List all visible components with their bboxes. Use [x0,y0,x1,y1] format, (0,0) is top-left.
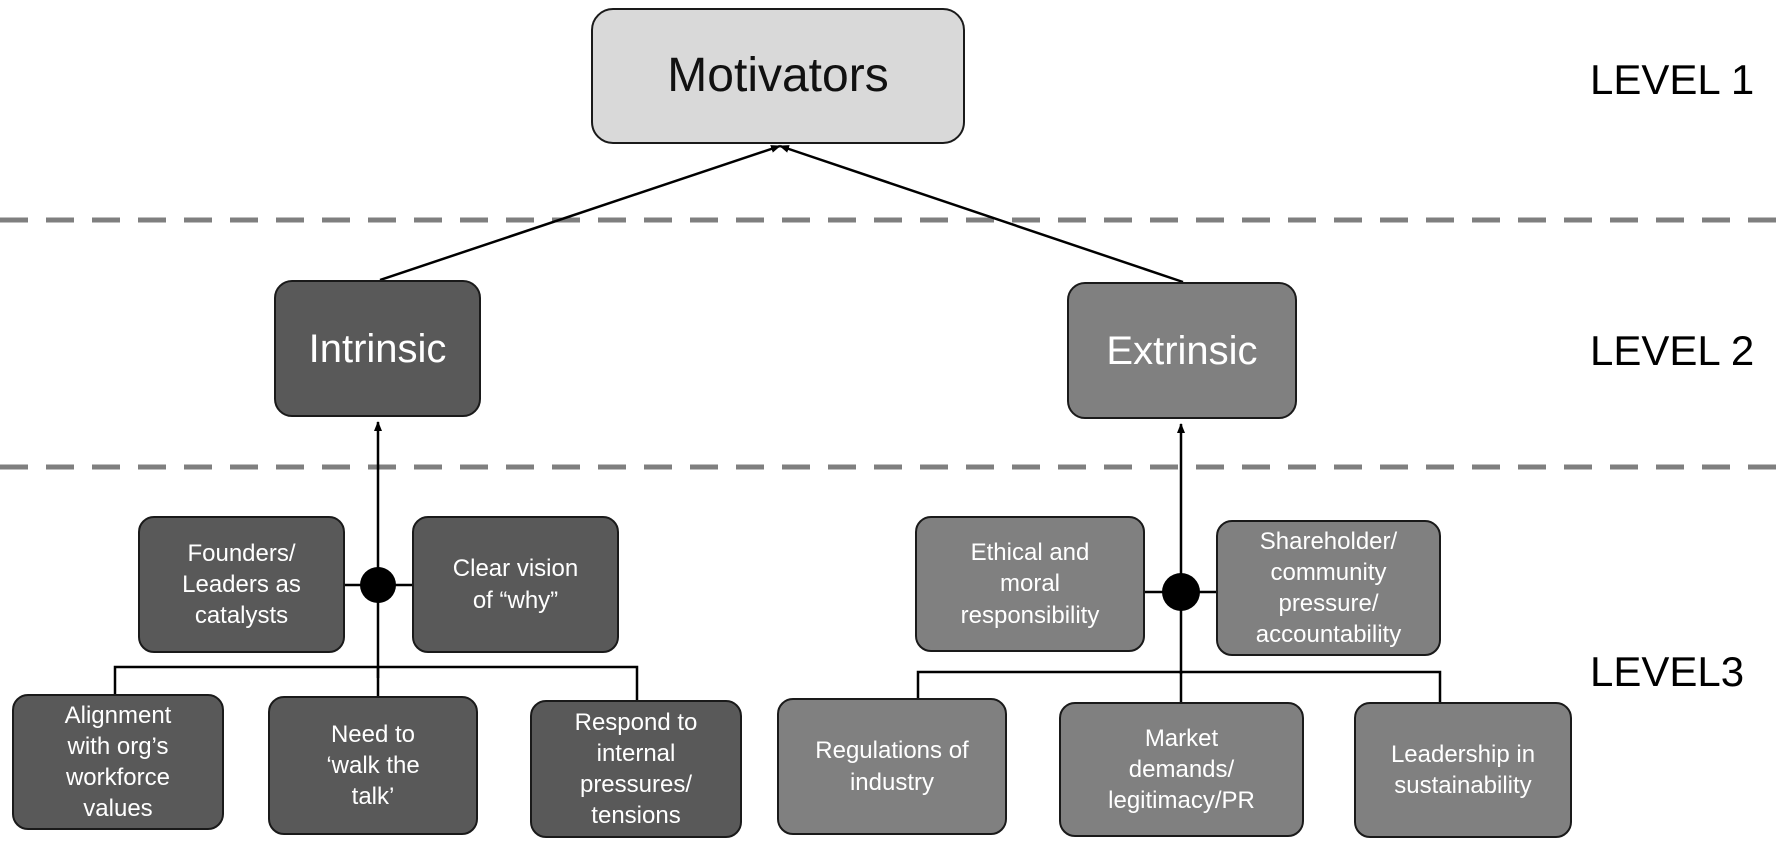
level-2-label: LEVEL 2 [1590,327,1755,374]
factor-internal-pressures: Respond to internal pressures/ tensions [530,700,742,838]
level-1-label: LEVEL 1 [1590,56,1755,103]
factor-walk-the-talk: Need to ‘walk the talk’ [268,696,478,835]
factor-leadership-sustainability: Leadership in sustainability [1354,702,1572,838]
extrinsic-bottom-bracket [916,670,1442,702]
factor-shareholder-pressure: Shareholder/ community pressure/ account… [1216,520,1441,656]
factor-regulations: Regulations of industry [777,698,1007,835]
intrinsic-box: Intrinsic [274,280,481,417]
factor-clear-vision: Clear vision of “why” [412,516,619,653]
motivators-box: Motivators [591,8,965,144]
extrinsic-box: Extrinsic [1067,282,1297,419]
factor-founders-leaders: Founders/ Leaders as catalysts [138,516,345,653]
factor-alignment-values: Alignment with org’s workforce values [12,694,224,830]
intrinsic-bottom-bracket [113,665,639,700]
factor-market-demands: Market demands/ legitimacy/PR [1059,702,1304,837]
extrinsic-to-motivators-arrow [779,144,1184,284]
level-3-label: LEVEL3 [1590,648,1745,695]
intrinsic-junction-node [360,567,396,603]
factor-ethical-moral: Ethical and moral responsibility [915,516,1145,652]
intrinsic-to-motivators-arrow [379,144,781,282]
extrinsic-junction-node [1162,573,1200,611]
